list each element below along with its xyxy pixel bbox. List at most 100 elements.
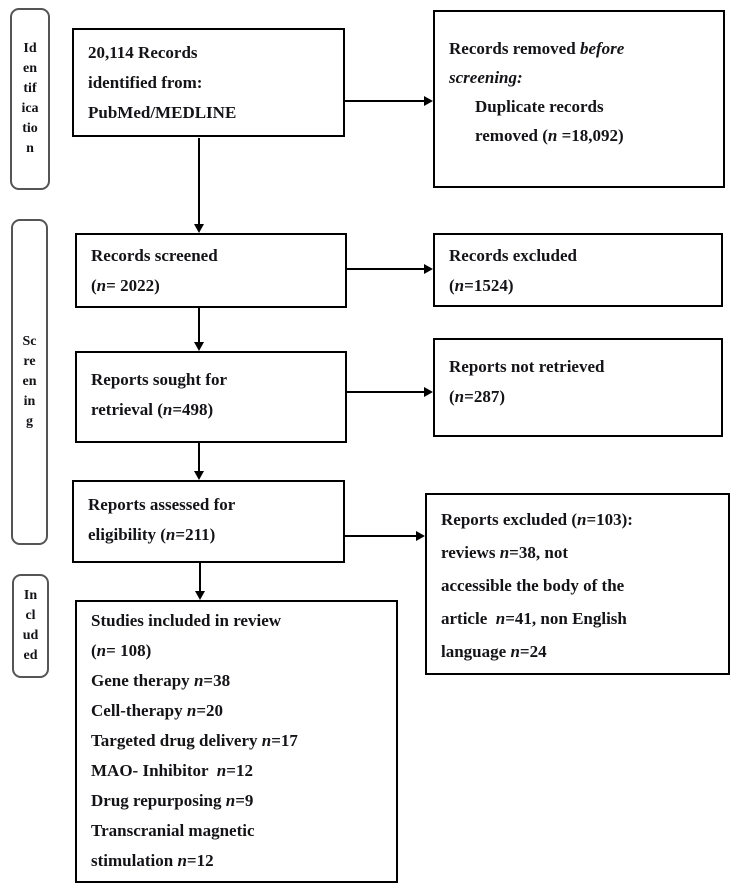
n-italic: n [454, 276, 465, 295]
text-line: Targeted drug delivery n=17 [91, 726, 388, 756]
arrow-sought-to-not-retrieved [347, 387, 433, 397]
text-line: accessible the body of the [441, 576, 625, 595]
n-italic: n [510, 642, 520, 661]
text-segment: =12 [226, 761, 253, 780]
text-segment: ( [449, 387, 455, 406]
stage-label-line: ed [23, 648, 38, 663]
text-line: retrieval (n=498) [91, 395, 335, 425]
text-line: article n=41, non English [441, 602, 722, 635]
text-line: Reports not retrieved [449, 357, 605, 376]
box-records-excluded: Records excluded (n=1524) [433, 233, 723, 307]
n-italic: n [96, 641, 107, 660]
n-italic: n [225, 791, 236, 810]
text-segment: article [441, 609, 496, 628]
stage-label-line: en [23, 61, 37, 76]
text-line: Duplicate records [475, 97, 604, 116]
text-line: (n=287) [449, 382, 713, 412]
text-line: Drug repurposing n=9 [91, 786, 388, 816]
text-segment: =24 [519, 642, 547, 661]
n-italic: n [499, 543, 510, 562]
box-records-screened: Records screened (n= 2022) [75, 233, 347, 308]
stage-label-line: Sc [22, 334, 37, 349]
text-segment: MAO- Inhibitor [91, 761, 217, 780]
stage-label-line: tif [23, 81, 37, 96]
text-line: Reports sought for [91, 370, 227, 389]
n-italic: n [261, 731, 272, 750]
text-segment: =12 [186, 851, 214, 870]
text-line: removed (n =18,092) [475, 121, 715, 150]
n-italic: n [547, 126, 558, 145]
text-line: (n= 108) [91, 636, 388, 666]
text-segment: retrieval ( [91, 400, 163, 419]
text-line: (n=1524) [449, 271, 713, 301]
n-italic: n [454, 387, 465, 406]
text-line: Reports assessed for [88, 495, 236, 514]
stage-label-line: cl [25, 608, 36, 623]
text-segment: =38, not [509, 543, 568, 562]
arrow-screened-to-excluded [347, 264, 433, 274]
text-segment: stimulation [91, 851, 178, 870]
text-segment: =41, non English [505, 609, 627, 628]
stage-label-included: In cl ud ed [12, 574, 49, 678]
box-reports-excluded: Reports excluded (n=103): reviews n=38, … [425, 493, 730, 675]
text-segment: = 108) [106, 641, 152, 660]
text-segment: =211) [175, 525, 216, 544]
n-italic: n [96, 276, 107, 295]
text-segment: =1524) [464, 276, 514, 295]
text-line: Studies included in review [91, 611, 282, 630]
stage-label-line: Id [23, 41, 37, 56]
n-italic: n [165, 525, 176, 544]
text-segment: =20 [196, 701, 223, 720]
text-line: Records screened [91, 246, 218, 265]
stage-label-line: ica [21, 101, 39, 116]
text-segment: Gene therapy [91, 671, 194, 690]
text-segment: Drug repurposing [91, 791, 226, 810]
stage-label-screening: Sc re en in g [11, 219, 48, 545]
text-line: Reports excluded (n=103): [441, 503, 722, 536]
n-italic: n [193, 671, 204, 690]
stage-label-line: g [26, 414, 33, 429]
text-line: Gene therapy n=38 [91, 666, 388, 696]
box-reports-not-retrieved: Reports not retrieved (n=287) [433, 338, 723, 437]
text-segment: ( [91, 641, 97, 660]
arrow-screened-to-sought [194, 308, 204, 351]
text-segment: removed ( [475, 126, 548, 145]
text-segment: =9 [235, 791, 254, 810]
text-line: Cell-therapy n=20 [91, 696, 388, 726]
box-reports-assessed: Reports assessed for eligibility (n=211) [72, 480, 345, 563]
box-records-removed: Records removed before screening: Duplic… [433, 10, 725, 188]
text-line: reviews n=38, not [441, 536, 722, 569]
text-line: MAO- Inhibitor n=12 [91, 756, 388, 786]
text-segment: Targeted drug delivery [91, 731, 262, 750]
stage-label-identification: Id en tif ica tio n [10, 8, 50, 190]
text-segment: =38 [203, 671, 231, 690]
text-line: 20,114 Records [88, 43, 198, 62]
text-segment: language [441, 642, 511, 661]
n-italic: n [186, 701, 197, 720]
n-italic: n [162, 400, 173, 419]
stage-label-line: ud [22, 628, 39, 643]
text-line: (n= 2022) [91, 271, 335, 301]
stage-label-line: en [22, 374, 37, 389]
text-segment: Reports excluded ( [441, 510, 577, 529]
arrow-identified-to-screened [194, 138, 204, 233]
box-reports-sought: Reports sought for retrieval (n=498) [75, 351, 347, 443]
stage-label-line: re [23, 354, 36, 369]
text-line: Records excluded [449, 246, 577, 265]
text-line: Transcranial magnetic [91, 821, 255, 840]
text-segment: reviews [441, 543, 500, 562]
arrow-assessed-to-included [195, 563, 205, 600]
stage-label-line: n [26, 141, 34, 156]
text-line: Records removed before [449, 34, 715, 63]
text-line: eligibility (n=211) [88, 520, 333, 550]
text-line: identified from: [88, 73, 203, 92]
box-records-identified: 20,114 Records identified from: PubMed/M… [72, 28, 345, 137]
text-segment: ( [449, 276, 455, 295]
arrow-assessed-to-reports-excluded [345, 531, 425, 541]
text-segment: =17 [271, 731, 298, 750]
text-line: PubMed/MEDLINE [88, 103, 237, 122]
text-segment: =103): [586, 510, 633, 529]
text-segment: =498) [172, 400, 214, 419]
text-segment-italic: before [579, 39, 625, 58]
